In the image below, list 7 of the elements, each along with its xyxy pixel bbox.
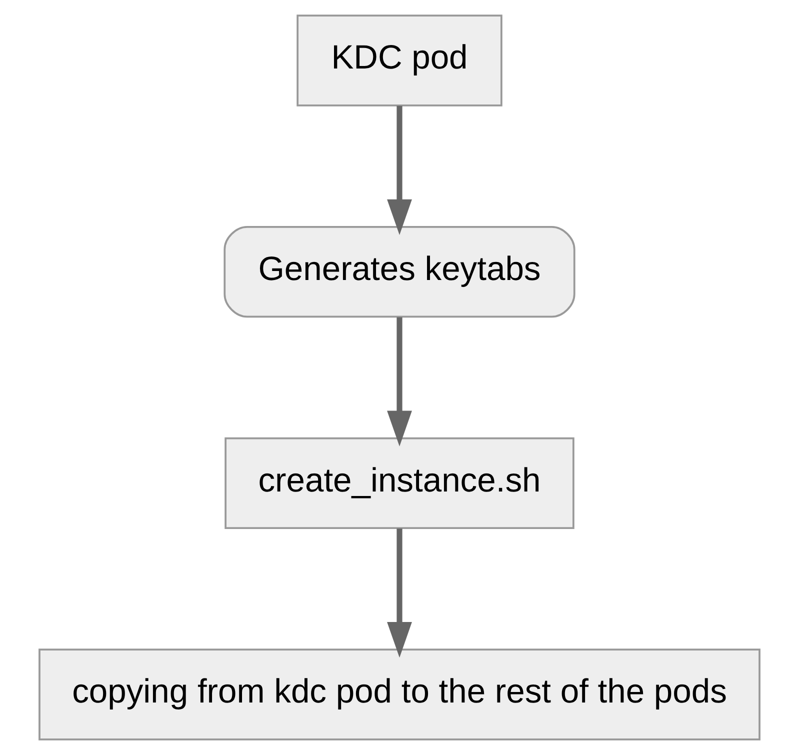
arrow: [387, 528, 412, 658]
node-box: create_instance.sh: [224, 437, 574, 529]
node-box: Generates keytabs: [224, 226, 576, 318]
node-box: KDC pod: [296, 14, 502, 106]
arrow: [387, 317, 412, 446]
arrow: [387, 106, 412, 235]
node-box: copying from kdc pod to the rest of the pods: [38, 648, 760, 740]
